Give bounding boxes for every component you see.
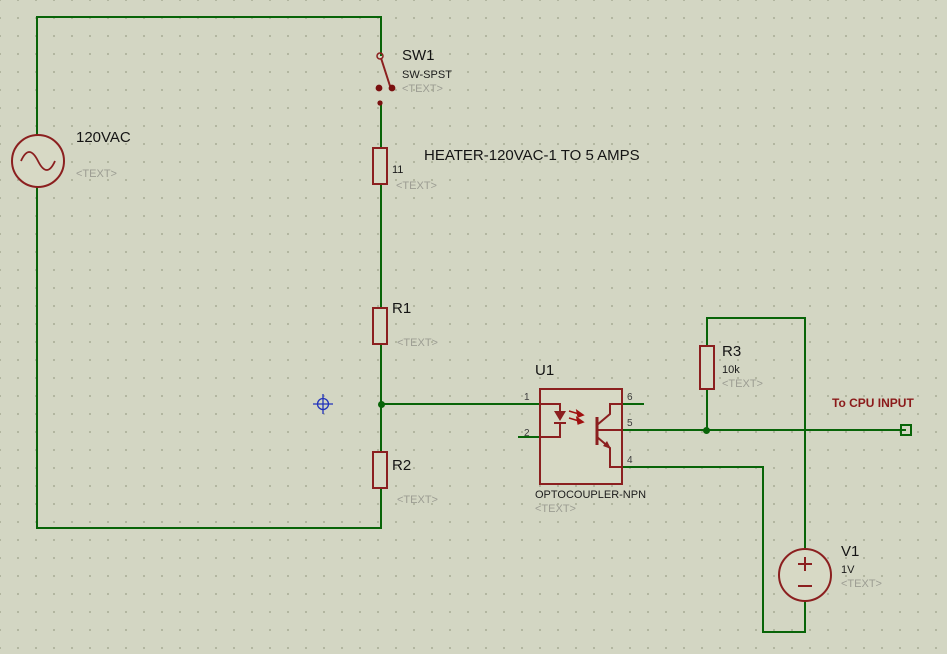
u1-pin-1: 1 — [524, 392, 530, 403]
led-emission-arrows-icon — [568, 409, 585, 425]
r1-ref: R1 — [392, 300, 412, 317]
wire-segment[interactable] — [706, 390, 708, 431]
u1-pin-2: 2 — [524, 428, 530, 439]
wire-segment[interactable] — [706, 317, 806, 319]
wire-segment[interactable] — [804, 600, 806, 633]
wire-segment[interactable] — [36, 16, 382, 18]
junction-dot — [378, 401, 385, 408]
r3-ref: R3 — [722, 343, 742, 360]
sw1-text: <TEXT> — [402, 83, 443, 95]
wire-segment[interactable] — [622, 403, 644, 405]
wire-segment[interactable] — [380, 16, 382, 56]
switch-sw1-symbol[interactable] — [366, 46, 400, 108]
dc-source-v1-symbol[interactable] — [775, 545, 835, 605]
switch-toggle-dot[interactable] — [388, 84, 396, 92]
transistor-emitter-icon — [596, 436, 622, 468]
wire-segment[interactable] — [762, 466, 764, 633]
v1-value: 1V — [841, 564, 855, 576]
origin-crosshair-icon — [313, 394, 333, 414]
u1-value: OPTOCOUPLER-NPN — [535, 489, 647, 501]
resistor-r1-body[interactable] — [372, 307, 388, 345]
sw1-ref: SW1 — [402, 47, 435, 64]
u1-text: <TEXT> — [535, 503, 576, 515]
wire-segment[interactable] — [36, 527, 382, 529]
resistor-heater-body[interactable] — [372, 147, 388, 185]
junction-dot — [703, 427, 710, 434]
led-leads-icon — [540, 403, 566, 438]
switch-toggle-dot[interactable] — [375, 84, 383, 92]
r1-text: <TEXT> — [397, 337, 438, 349]
wire-segment[interactable] — [706, 317, 708, 346]
ac-source-text: <TEXT> — [76, 168, 117, 180]
u1-ref: U1 — [535, 362, 555, 379]
switch-terminal-dot — [377, 100, 383, 106]
heater-title: HEATER-120VAC-1 TO 5 AMPS — [424, 147, 640, 164]
v1-text: <TEXT> — [841, 578, 882, 590]
heater-value: 11 — [392, 164, 404, 176]
optocoupler-u1-symbol[interactable] — [538, 387, 626, 487]
ac-source-ref: 120VAC — [76, 129, 131, 146]
wire-segment[interactable] — [380, 344, 382, 452]
u1-pin-6: 6 — [627, 392, 633, 403]
wire-segment[interactable] — [380, 101, 382, 148]
wire-segment[interactable] — [380, 403, 542, 405]
transistor-collector-icon — [596, 403, 622, 426]
emitter-arrowhead-icon — [603, 441, 611, 449]
wire-segment[interactable] — [804, 317, 806, 548]
wire-segment[interactable] — [622, 429, 906, 431]
sw1-value: SW-SPST — [402, 69, 452, 81]
sine-wave-icon — [20, 151, 56, 171]
r2-text: <TEXT> — [397, 494, 438, 506]
wire-segment[interactable] — [380, 183, 382, 308]
resistor-r2-body[interactable] — [372, 451, 388, 489]
wire-segment[interactable] — [380, 488, 382, 529]
u1-pin-5: 5 — [627, 418, 633, 429]
ac-source-symbol[interactable] — [8, 131, 68, 191]
r3-text: <TEXT> — [722, 378, 763, 390]
resistor-r3-body[interactable] — [699, 345, 715, 390]
wire-segment[interactable] — [36, 16, 38, 135]
led-diode-icon — [554, 411, 566, 421]
cpu-output-terminal[interactable] — [900, 424, 912, 436]
wire-segment[interactable] — [36, 187, 38, 529]
r2-ref: R2 — [392, 457, 412, 474]
wire-segment[interactable] — [518, 436, 540, 438]
v1-ref: V1 — [841, 543, 860, 560]
plus-icon — [798, 557, 812, 571]
r3-value: 10k — [722, 364, 740, 376]
wire-segment[interactable] — [622, 466, 764, 468]
heater-text: <TEXT> — [396, 180, 437, 192]
wire-segment[interactable] — [762, 631, 806, 633]
cpu-input-annotation: To CPU INPUT — [832, 396, 914, 410]
u1-pin-4: 4 — [627, 455, 633, 466]
